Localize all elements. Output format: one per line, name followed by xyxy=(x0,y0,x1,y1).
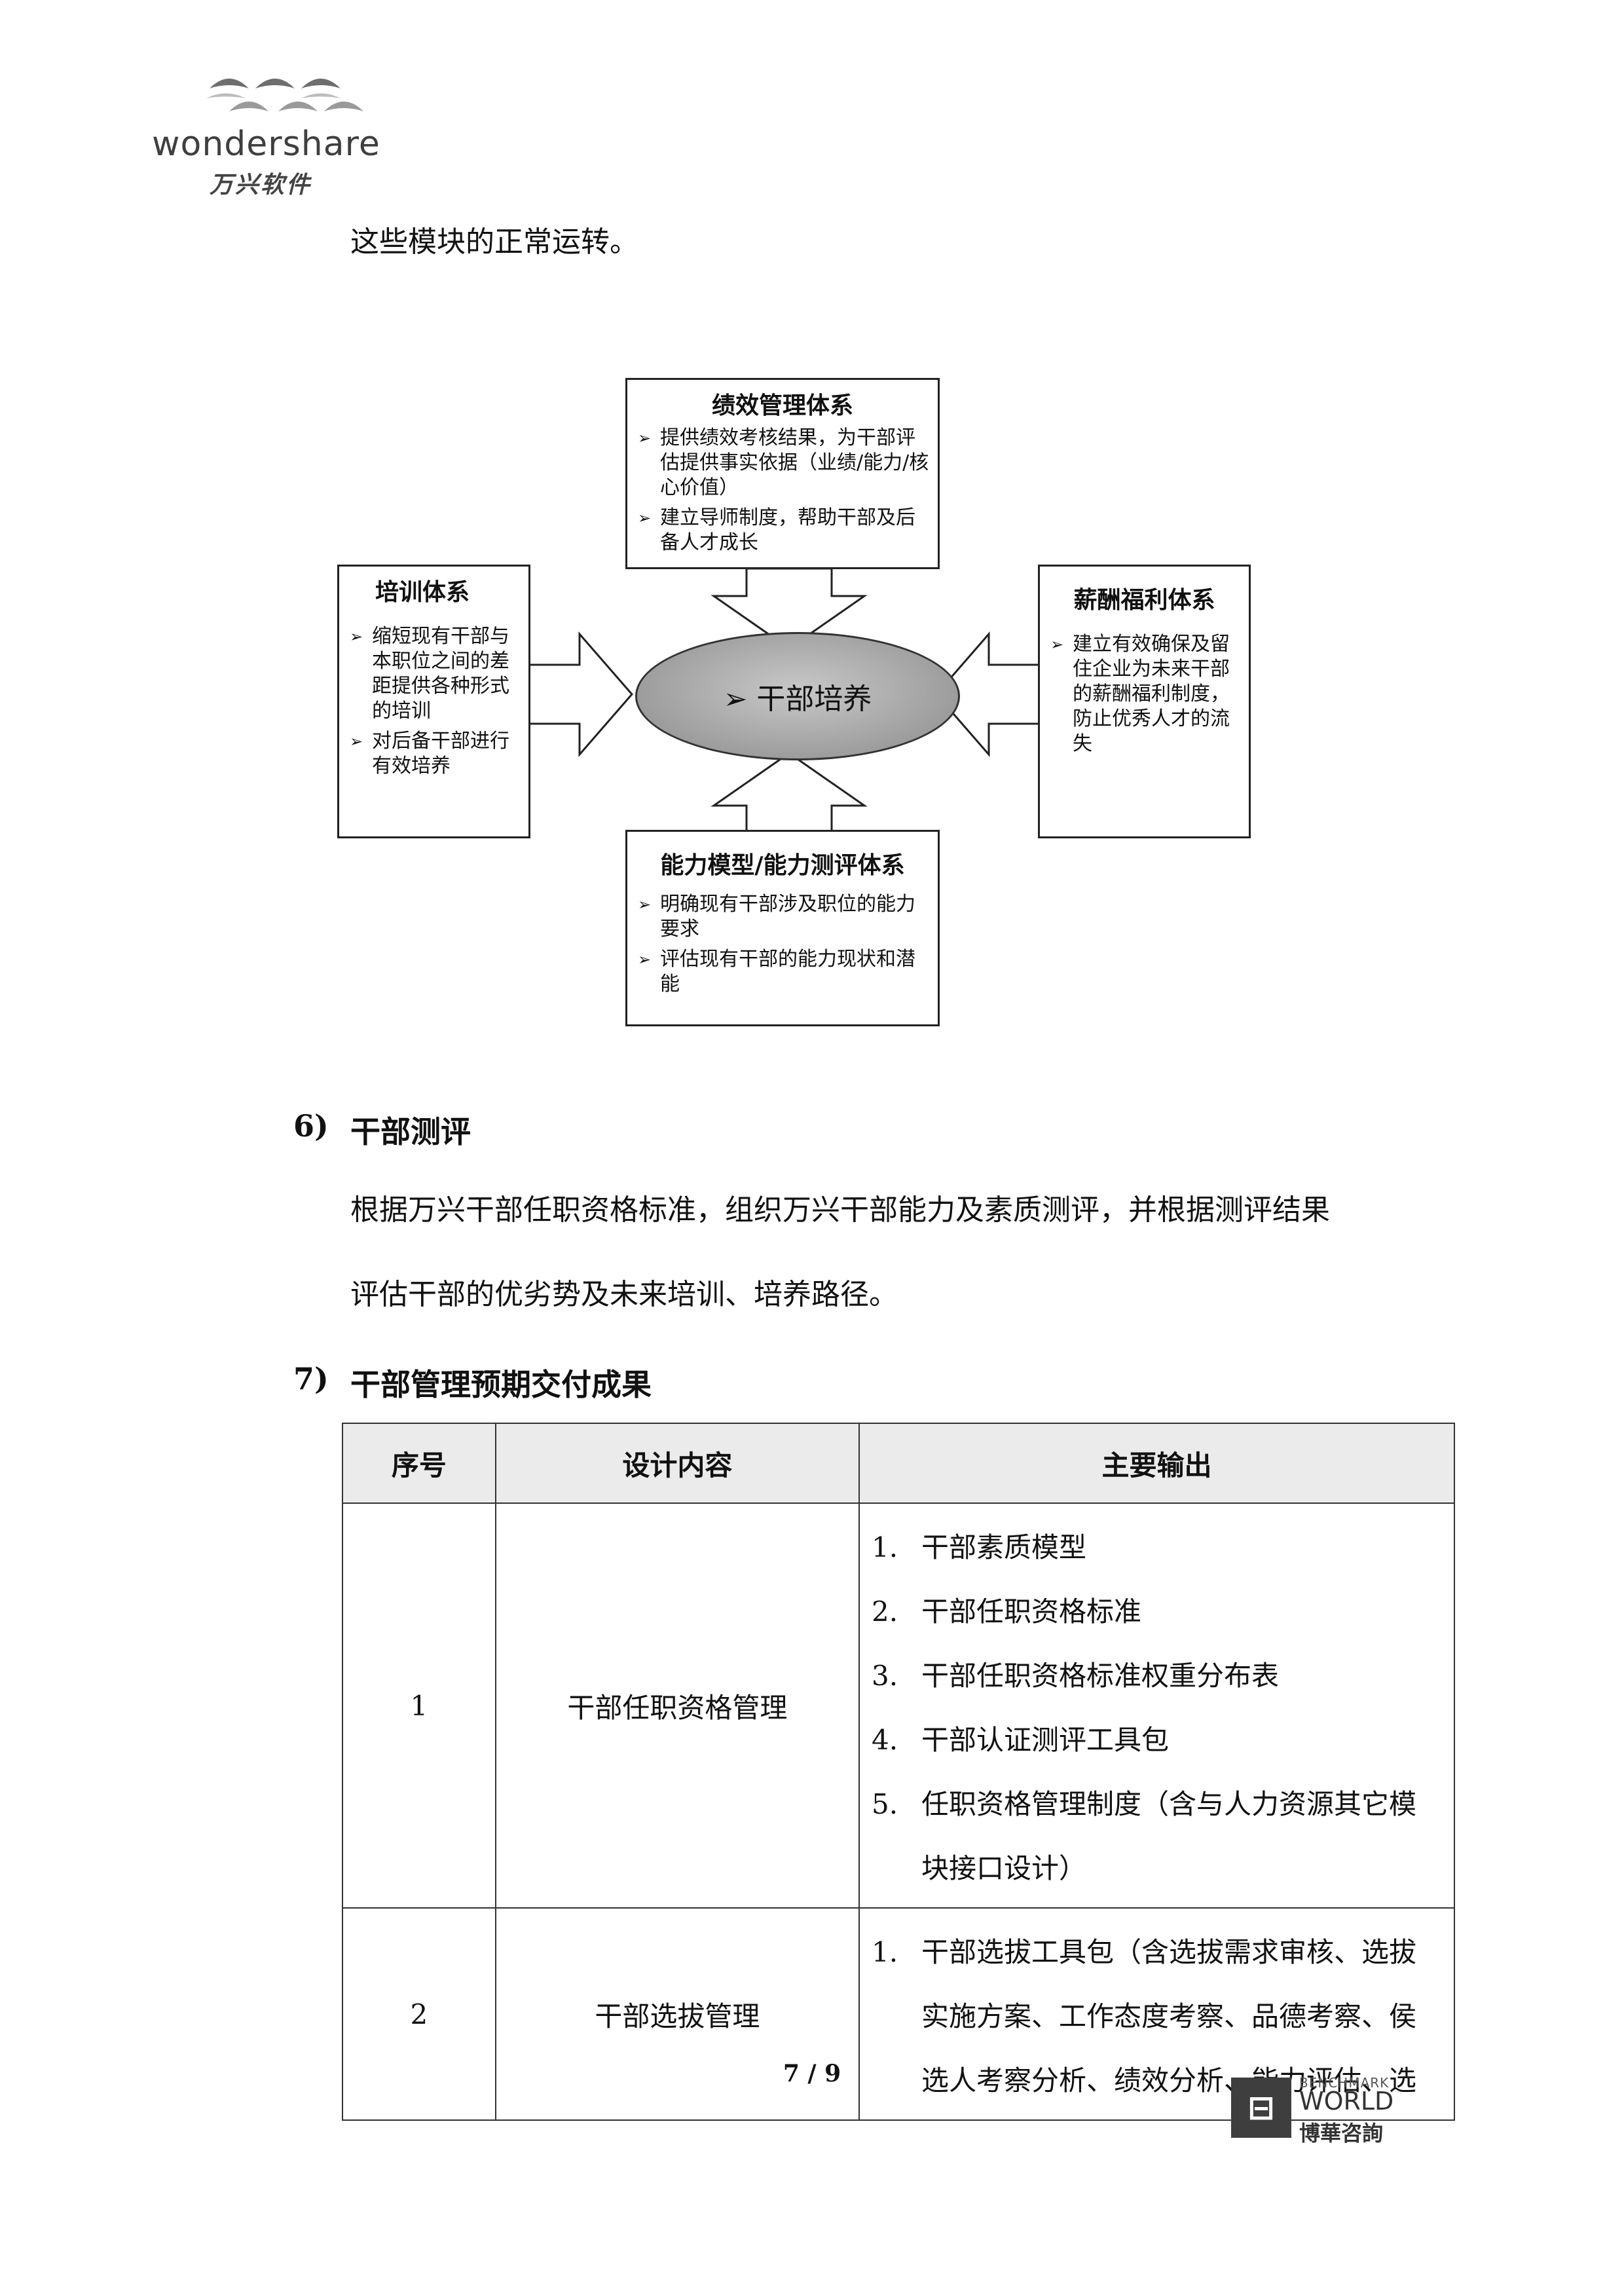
wave-logo-icon xyxy=(206,79,363,111)
list-item: ➢对后备干部进行有效培养 xyxy=(350,730,509,777)
box-title: 薪酬福利体系 xyxy=(1073,587,1215,614)
list-item: ➢明确现有干部涉及职位的能力要求 xyxy=(638,893,915,941)
row-outputs: 1.干部素质模型 2.干部任职资格标准 3.干部任职资格标准权重分布表 4.干部… xyxy=(858,1502,1456,1909)
row-outputs: 1.干部选拔工具包（含选拔需求审核、选拔实施方案、工作态度考察、品德考察、侯选人… xyxy=(858,1907,1456,2121)
list-item: ➢建立导师制度，帮助干部及后备人才成长 xyxy=(638,506,915,554)
row-number: 1 xyxy=(342,1502,496,1909)
table-row: 1 干部任职资格管理 1.干部素质模型 2.干部任职资格标准 3.干部任职资格标… xyxy=(342,1502,1456,1909)
arrow-bullet-icon: ➢ xyxy=(638,950,652,969)
benchmark-world-logo: ⊟ BENCHMARK WORLD 博華咨詢 xyxy=(1231,2075,1428,2147)
cadre-cultivation-center: ➢ 干部培养 xyxy=(635,632,960,760)
box-title: 绩效管理体系 xyxy=(711,392,853,419)
list-item: ➢提供绩效考核结果，为干部评估提供事实依据（业绩/能力/核心价值） xyxy=(638,426,929,499)
section7-number: 7) xyxy=(293,1361,329,1396)
diagram-arrows xyxy=(526,567,1043,836)
page-number: 7 / 9 xyxy=(783,2060,841,2087)
list-item: 1.干部素质模型 xyxy=(871,1531,1086,1563)
col-header-no: 序号 xyxy=(342,1423,496,1504)
list-item: 1.干部选拔工具包（含选拔需求审核、选拔实施方案、工作态度考察、品德考察、侯选人… xyxy=(871,1936,1416,2097)
arrow-bullet-icon: ➢ xyxy=(350,732,363,751)
section6-number: 6) xyxy=(293,1108,329,1144)
list-item: ➢评估现有干部的能力现状和潜能 xyxy=(638,948,915,996)
training-system-box: 培训体系 ➢缩短现有干部与本职位之间的差距提供各种形式的培训 ➢对后备干部进行有… xyxy=(337,565,530,838)
bench-line2: WORLD xyxy=(1299,2087,1394,2116)
col-header-output: 主要输出 xyxy=(858,1423,1456,1504)
arrow-bullet-icon: ➢ xyxy=(1050,635,1064,654)
logo-chinese-name: 万兴软件 xyxy=(210,172,312,198)
row-content: 干部任职资格管理 xyxy=(494,1502,860,1909)
intro-text: 这些模块的正常运转。 xyxy=(350,225,638,259)
performance-system-box: 绩效管理体系 ➢提供绩效考核结果，为干部评估提供事实依据（业绩/能力/核心价值）… xyxy=(625,378,940,569)
logo-wordmark: wondershare xyxy=(152,124,380,164)
box-title: 能力模型/能力测评体系 xyxy=(660,852,905,879)
section6-line2: 评估干部的优劣势及未来培训、培养路径。 xyxy=(350,1278,898,1311)
list-item: 3.干部任职资格标准权重分布表 xyxy=(871,1660,1279,1692)
list-item: 4.干部认证测评工具包 xyxy=(871,1724,1169,1756)
row-number: 2 xyxy=(342,1907,496,2121)
bench-line3: 博華咨詢 xyxy=(1299,2121,1384,2146)
table-row: 2 干部选拔管理 1.干部选拔工具包（含选拔需求审核、选拔实施方案、工作态度考察… xyxy=(342,1907,1456,2121)
arrow-bullet-icon: ➢ xyxy=(638,895,652,914)
arrow-bullet-icon: ➢ xyxy=(638,429,652,447)
arrow-up-icon xyxy=(710,752,868,836)
list-item: ➢缩短现有干部与本职位之间的差距提供各种形式的培训 xyxy=(350,625,509,722)
company-logo: wondershare 万兴软件 xyxy=(144,62,419,198)
list-item: 5.任职资格管理制度（含与人力资源其它模块接口设计） xyxy=(871,1788,1416,1884)
table-header-row: 序号 设计内容 主要输出 xyxy=(342,1423,1456,1504)
arrow-left-icon xyxy=(935,631,1043,758)
arrow-down-icon xyxy=(710,567,868,650)
bench-line1: BENCHMARK xyxy=(1299,2075,1390,2091)
arrow-right-icon xyxy=(526,631,633,758)
row-content: 干部选拔管理 xyxy=(494,1907,860,2121)
section6-title: 干部测评 xyxy=(350,1114,471,1149)
cadre-development-diagram: 绩效管理体系 ➢提供绩效考核结果，为干部评估提供事实依据（业绩/能力/核心价值）… xyxy=(334,373,1264,1035)
arrow-bullet-icon: ➢ xyxy=(350,627,363,646)
section6-line1: 根据万兴干部任职资格标准，组织万兴干部能力及素质测评，并根据测评结果 xyxy=(350,1193,1330,1227)
list-item: 2.干部任职资格标准 xyxy=(871,1595,1141,1628)
section7-title: 干部管理预期交付成果 xyxy=(350,1367,652,1402)
col-header-content: 设计内容 xyxy=(494,1423,860,1504)
deliverables-table: 序号 设计内容 主要输出 1 干部任职资格管理 1.干部素质模型 2.干部任职资… xyxy=(342,1423,1456,2121)
competency-system-box: 能力模型/能力测评体系 ➢明确现有干部涉及职位的能力要求 ➢评估现有干部的能力现… xyxy=(625,830,940,1026)
list-item: ➢建立有效确保及留住企业为未来干部的薪酬福利制度，防止优秀人才的流失 xyxy=(1050,633,1230,755)
compensation-system-box: 薪酬福利体系 ➢建立有效确保及留住企业为未来干部的薪酬福利制度，防止优秀人才的流… xyxy=(1038,565,1251,838)
benchmark-square-icon: ⊟ xyxy=(1231,2078,1291,2138)
arrow-bullet-icon: ➢ xyxy=(638,509,652,527)
box-title: 培训体系 xyxy=(375,579,470,606)
